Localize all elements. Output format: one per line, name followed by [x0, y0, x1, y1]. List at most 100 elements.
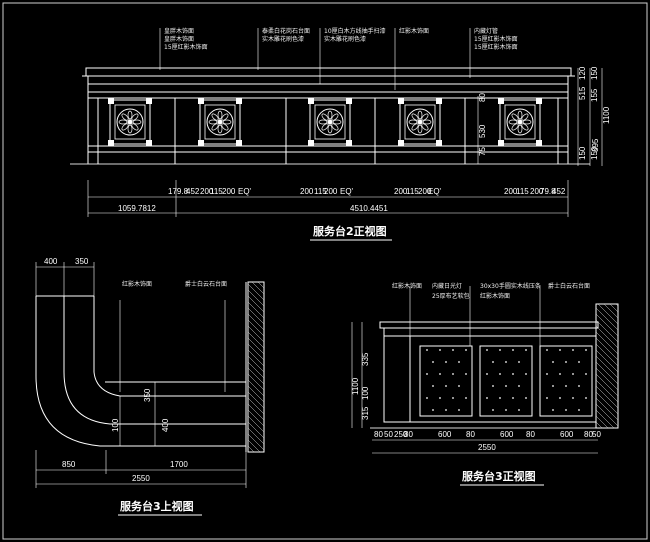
counter-inner-edge — [93, 296, 246, 397]
front2-dim: 200 — [222, 187, 236, 196]
front2-note: 15厘红影木饰面 — [474, 43, 518, 51]
front2-dim: 200 — [300, 187, 314, 196]
medallion — [498, 98, 542, 146]
top3-dim-400: 400 — [44, 257, 58, 266]
front3-note: 红影木饰面 — [392, 282, 422, 290]
front2-dim: 115 — [516, 187, 529, 196]
carved-medallions — [108, 98, 542, 146]
top3-dim-lines — [35, 262, 247, 488]
front3-note: 爵士白云石台面 — [548, 282, 590, 290]
front2-dim: EQ' — [428, 187, 442, 196]
front3-dim: 600 — [500, 430, 514, 439]
front2-notes: 皇胖木饰面皇胖木饰面15厘红影木饰面泰柔白花岗石台面实木雕花刷色漆10厘白木方线… — [164, 27, 518, 51]
upholstery-panel-1 — [419, 345, 473, 417]
front2-dim: EQ' — [340, 187, 354, 196]
front3-body — [383, 335, 597, 423]
front2-right-dim: 80 — [478, 93, 487, 102]
front2-note: 红影木饰面 — [399, 27, 429, 35]
front2-note: 10厘白木方线抽手扫漆 — [324, 27, 386, 35]
front3-notes: 红影木饰面内藏日光灯25厚布艺软包30x30手圆实木线压条红影木饰面爵士白云石台… — [392, 282, 590, 300]
front3-dim-335: 335 — [361, 352, 370, 366]
top3-dim-1700: 1700 — [170, 460, 188, 469]
front3-dim-1100: 1100 — [351, 377, 360, 395]
front3-dim: 80 — [374, 430, 383, 439]
counter-outer-edge — [35, 296, 246, 447]
front2-right-dim: 155 — [590, 88, 599, 102]
top3-dim-inner-100: 100 — [111, 418, 120, 432]
medallion — [198, 98, 242, 146]
front3-note: 红影木饰面 — [480, 292, 510, 300]
front2-dim: 200 — [504, 187, 518, 196]
front2-dim: 200 — [200, 187, 214, 196]
front-view-3 — [370, 303, 619, 429]
front3-dim-100: 100 — [361, 386, 370, 400]
countertop — [85, 67, 572, 77]
front2-note: 实木雕花刷色漆 — [324, 35, 366, 43]
front2-title: 服务台2正视图 — [313, 224, 387, 238]
front2-dim: 115 — [314, 187, 327, 196]
upholstery-panel-3 — [539, 345, 593, 417]
front2-note: 皇胖木饰面 — [164, 35, 194, 43]
top3-note-1: 爵士白云石台面 — [185, 280, 227, 288]
counter-mid-edge — [63, 296, 246, 425]
front2-total-left: 1059.7812 — [118, 204, 156, 213]
top-view-3 — [35, 281, 265, 453]
top3-dim-2550: 2550 — [132, 474, 150, 483]
top3-dim-350: 350 — [75, 257, 89, 266]
front3-note: 30x30手圆实木线压条 — [480, 282, 541, 290]
top3-note-0: 红影木饰面 — [122, 280, 152, 288]
front2-dim: 452 — [186, 187, 200, 196]
front3-dim: 600 — [560, 430, 574, 439]
front3-total: 2550 — [478, 443, 496, 452]
medallion — [308, 98, 352, 146]
front2-right-dim: 75 — [478, 147, 487, 156]
front2-dim: 179.8 — [168, 187, 189, 196]
wall — [247, 281, 265, 453]
front2-right-dim: 150 — [578, 146, 587, 160]
front2-dim: EQ' — [238, 187, 252, 196]
front2-dim: 200 — [418, 187, 432, 196]
front2-dim: 115 — [406, 187, 419, 196]
front3-dim: 80 — [466, 430, 475, 439]
front3-dim: 80 — [404, 430, 413, 439]
front3-wall — [595, 303, 619, 429]
front2-total-right: 4510.4451 — [350, 204, 388, 213]
top3-title: 服务台3上视图 — [120, 499, 194, 513]
front2-dim: 115 — [210, 187, 223, 196]
tufting-pattern — [426, 349, 587, 411]
front2-right-dim: 515 — [578, 86, 587, 100]
front-view-2 — [70, 67, 590, 165]
front2-right-dim: 1100 — [602, 106, 611, 124]
front2-note: 15厘红影木饰面 — [164, 43, 208, 51]
front3-dim: 250 — [394, 430, 408, 439]
front3-title: 服务台3正视图 — [462, 469, 536, 483]
front2-dim: 452 — [552, 187, 566, 196]
front2-note: 皇胖木饰面 — [164, 27, 194, 35]
top3-dim-inner-350: 350 — [143, 388, 152, 402]
front3-dim-315: 315 — [361, 406, 370, 420]
front3-dim: 50 — [384, 430, 393, 439]
front2-dim-lines — [87, 180, 569, 217]
front2-right-dim: 150 — [590, 146, 599, 160]
front2-note: 15厘红影木饰面 — [474, 35, 518, 43]
top3-dim-inner-400: 400 — [161, 418, 170, 432]
front2-right-dim-lines — [477, 68, 603, 166]
upholstery-panel-2 — [479, 345, 533, 417]
front2-right-dim: 150 — [590, 66, 599, 80]
front3-countertop — [379, 321, 599, 329]
front3-dim: 80 — [526, 430, 535, 439]
front3-dim-lines — [351, 286, 598, 454]
front2-dim: 79.8 — [540, 187, 556, 196]
front2-dim: 200 — [324, 187, 338, 196]
front3-note: 内藏日光灯 — [432, 282, 462, 290]
front2-note: 实木雕花刷色漆 — [262, 35, 304, 43]
front2-right-dim: 120 — [578, 66, 587, 80]
front3-dim: 80 — [584, 430, 593, 439]
front3-dim: 600 — [438, 430, 452, 439]
front2-note: 泰柔白花岗石台面 — [262, 27, 310, 35]
